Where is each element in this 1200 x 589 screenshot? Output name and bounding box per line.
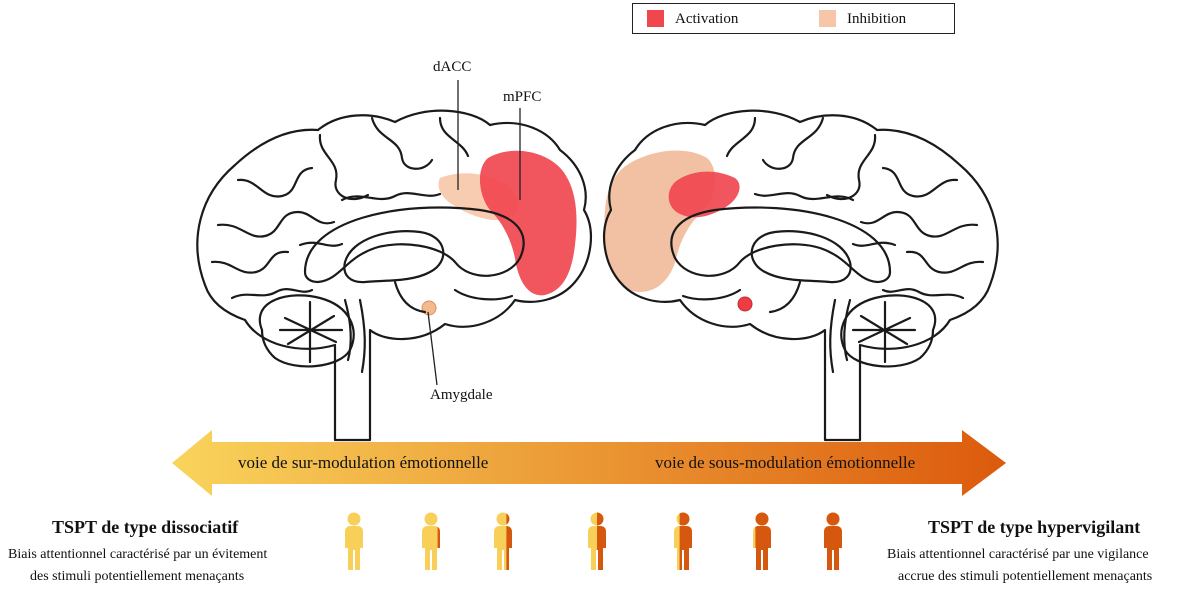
- legend: Activation Inhibition: [632, 3, 955, 34]
- dissociative-desc-line2: des stimuli potentiellement menaçants: [30, 569, 245, 584]
- right-mpfc-inhibition: [604, 150, 716, 292]
- person-figure-5: [674, 512, 692, 570]
- person-figure-2: [422, 512, 440, 570]
- hypervigilant-desc-line2: accrue des stimuli potentiellement menaç…: [898, 569, 1153, 584]
- inhibition-swatch: [819, 10, 836, 27]
- figures-row: [345, 512, 842, 570]
- hypervigilant-title: TSPT de type hypervigilant: [928, 517, 1141, 537]
- amygdala-leader-line: [427, 311, 438, 386]
- person-figure-1: [345, 512, 363, 570]
- dacc-label: dACC: [433, 59, 472, 75]
- right-dacc-activation: [668, 171, 740, 218]
- mpfc-label: mPFC: [503, 89, 542, 105]
- activation-label: Activation: [675, 11, 739, 27]
- over-modulation-label: voie de sur-modulation émotionnelle: [238, 453, 489, 472]
- right-brain: [602, 109, 999, 442]
- dissociative-desc-line1: Biais attentionnel caractérisé par un év…: [8, 547, 268, 562]
- left-mpfc-activation: [479, 150, 577, 296]
- hypervigilant-desc-line1: Biais attentionnel caractérisé par une v…: [887, 547, 1149, 562]
- left-brain: [196, 80, 593, 442]
- activation-swatch: [647, 10, 664, 27]
- right-amygdala-activation: [737, 296, 753, 312]
- person-figure-6: [753, 512, 771, 570]
- under-modulation-label: voie de sous-modulation émotionnelle: [655, 453, 916, 472]
- inhibition-label: Inhibition: [847, 11, 907, 27]
- amygdala-label: Amygdale: [430, 387, 493, 403]
- person-figure-4: [588, 512, 606, 570]
- person-figure-3: [494, 512, 512, 570]
- dissociative-title: TSPT de type dissociatif: [52, 517, 239, 537]
- modulation-axis-arrow: [172, 430, 1006, 496]
- person-figure-7: [824, 512, 842, 570]
